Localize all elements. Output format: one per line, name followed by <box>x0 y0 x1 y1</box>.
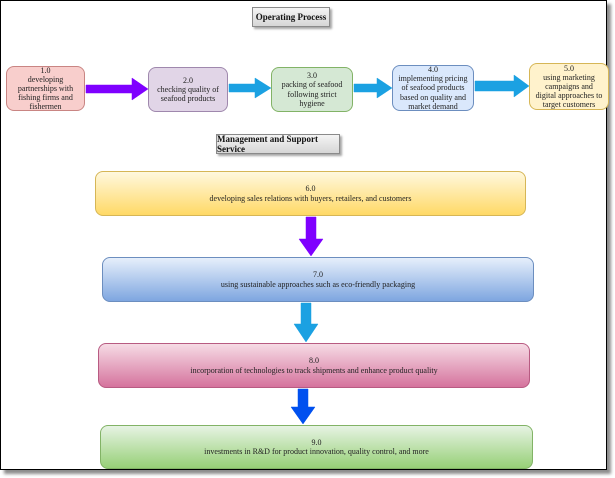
step-2-number: 2.0 <box>183 75 193 85</box>
step-6-number: 6.0 <box>305 184 316 194</box>
step-2-node: 2.0 checking quality of seafood products <box>148 67 228 112</box>
step-5-text: using marketing campaigns and digital ap… <box>535 72 603 110</box>
step-4-node: 4.0 implementing pricing of seafood prod… <box>392 65 474 111</box>
arrow-1-to-2 <box>85 77 149 101</box>
step-2-text: checking quality of seafood products <box>157 84 219 104</box>
step-4-number: 4.0 <box>428 65 438 75</box>
arrow-6-to-7 <box>298 216 324 257</box>
arrow-2-to-3 <box>228 77 272 99</box>
step-7-node: 7.0 using sustainable approaches such as… <box>102 257 534 302</box>
step-3-text: packing of seafood following strict hygi… <box>281 80 343 108</box>
step-5-node: 5.0 using marketing campaigns and digita… <box>529 63 609 110</box>
step-7-text: using sustainable approaches such as eco… <box>220 279 416 289</box>
arrow-7-to-8 <box>293 302 319 343</box>
arrow-4-to-5 <box>474 74 530 98</box>
step-5-number: 5.0 <box>564 63 574 73</box>
arrow-8-to-9 <box>290 388 316 425</box>
step-8-node: 8.0 incorporation of technologies to tra… <box>98 343 530 388</box>
step-9-text: investments in R&D for product innovatio… <box>204 447 429 456</box>
step-6-node: 6.0 developing sales relations with buye… <box>95 171 526 216</box>
arrow-3-to-4 <box>353 77 393 99</box>
step-7-number: 7.0 <box>313 270 323 280</box>
step-1-number: 1.0 <box>40 65 51 75</box>
step-8-text: incorporation of technologies to track s… <box>190 365 438 375</box>
header-management-support: Management and Support Service <box>216 134 340 154</box>
step-6-text: developing sales relations with buyers, … <box>209 193 412 203</box>
step-3-number: 3.0 <box>307 71 317 81</box>
step-1-node: 1.0 developing partnerships with fishing… <box>6 66 85 111</box>
step-8-number: 8.0 <box>309 356 319 366</box>
step-9-number: 9.0 <box>311 437 322 447</box>
header-operating-process: Operating Process <box>252 7 330 27</box>
step-4-text: implementing pricing of seafood products… <box>398 74 468 111</box>
step-9-node: 9.0 investments in R&D for product innov… <box>100 425 533 469</box>
step-3-node: 3.0 packing of seafood following strict … <box>271 67 353 112</box>
step-1-text: developing partnerships with fishing fir… <box>17 74 74 112</box>
